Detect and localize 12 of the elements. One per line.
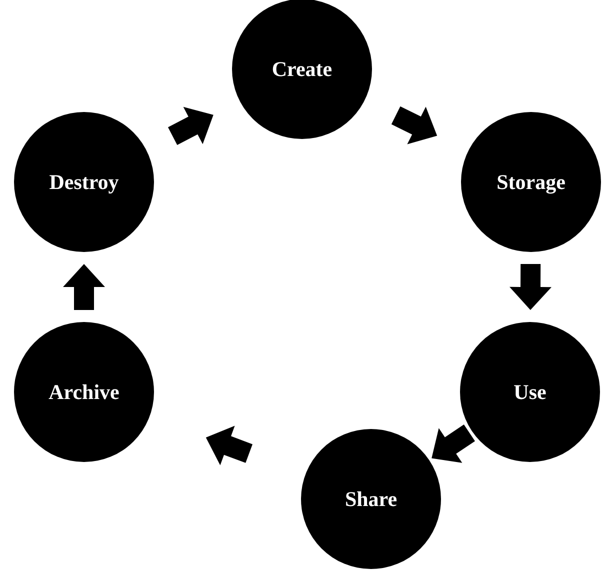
stage-label: Use xyxy=(514,380,546,404)
stage-label: Destroy xyxy=(49,170,119,194)
block-arrow xyxy=(63,264,105,310)
block-arrow xyxy=(510,264,552,310)
block-arrow xyxy=(168,106,214,145)
block-arrow xyxy=(206,426,252,466)
stage-label: Share xyxy=(344,486,398,512)
stage-label: Create xyxy=(272,56,332,82)
stage-label: Archive xyxy=(48,380,120,404)
block-arrow xyxy=(432,424,475,463)
stage-label: Storage xyxy=(496,170,566,194)
block-arrow xyxy=(391,106,438,144)
